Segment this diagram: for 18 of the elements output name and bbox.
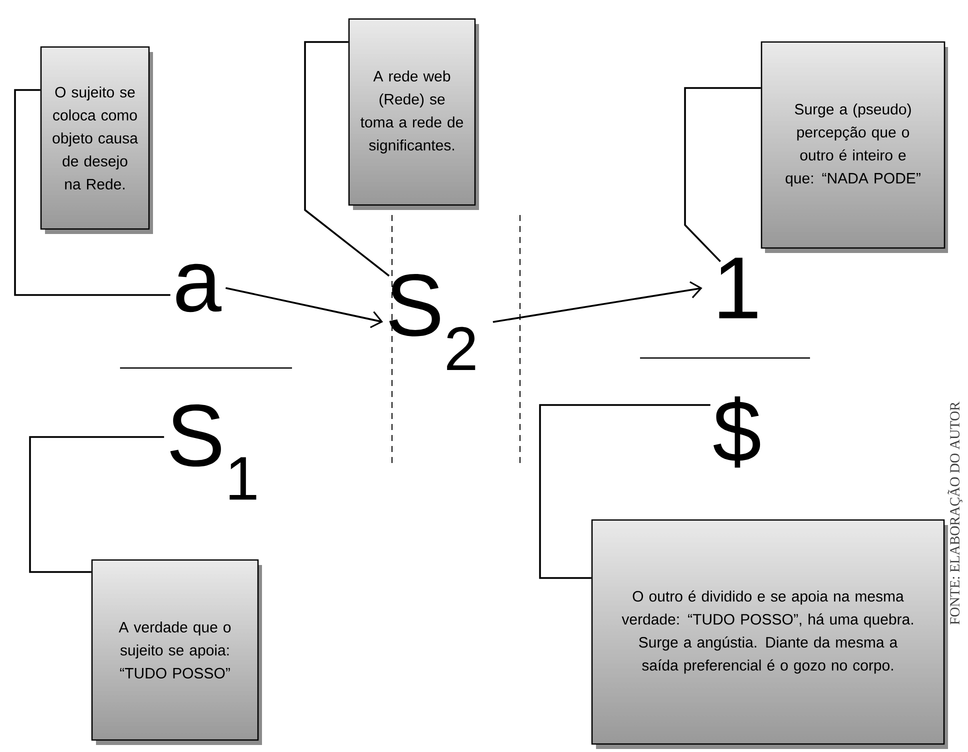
- leader-line: [684, 87, 761, 262]
- leader-line: [539, 404, 710, 579]
- symbol: S$_{2}$: [389, 274, 476, 370]
- text-box: A rede web (Rede) se toma a rede de significantes.: [348, 18, 479, 210]
- arrow: [225, 287, 384, 328]
- symbol: 1: [719, 258, 758, 318]
- source-note: FONTE: ELABORAÇÃO DO AUTOR: [948, 402, 962, 624]
- symbol: $: [713, 396, 760, 468]
- text-box: A verdade que o sujeito se apoia: “TUDO POSSO”: [91, 559, 262, 745]
- text-box: Surge a (pseudo) percepção que o outro é inteiro e que: “NADA PODE”: [760, 41, 948, 253]
- arrow: [492, 281, 702, 323]
- leader-line: [29, 436, 164, 573]
- text-box: O sujeito se coloca como objeto causa de desejo na Rede.: [40, 46, 153, 234]
- text-box: O outro é dividido e se apoia na mesma verdade: “TUDO POSSO”, há uma quebra. Surge a angústia. Diante da mesma a saída preferencial é o gozo no corpo.: [591, 519, 948, 749]
- symbol: S$_{1}$: [170, 404, 256, 500]
- leader-line: [304, 41, 390, 277]
- leader-line: [14, 89, 170, 296]
- symbol: a: [176, 264, 222, 312]
